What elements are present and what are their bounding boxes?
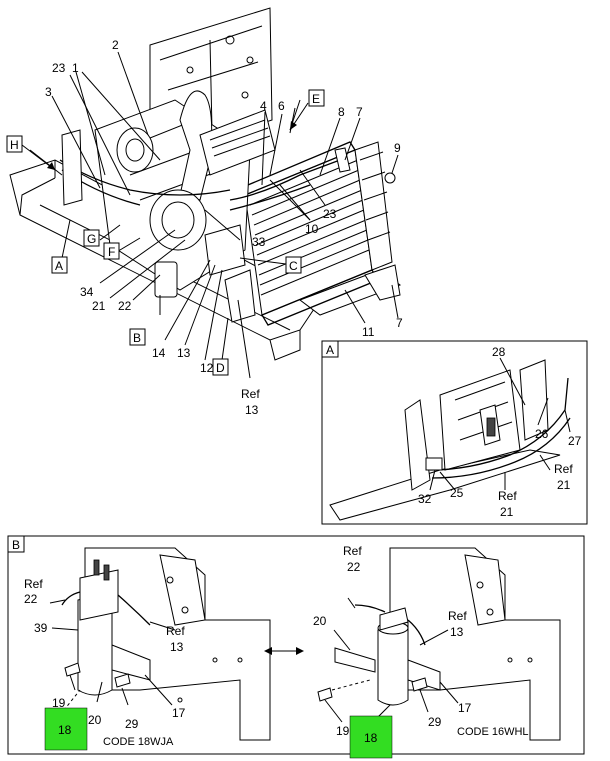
detail-a-callout-25: 25 — [450, 486, 464, 500]
detail-b-left-variant: Ref 22 39 Ref 13 19 20 29 17 18 CODE 18W… — [24, 547, 271, 751]
detail-a-callout-32: 32 — [418, 492, 432, 506]
detail-b-left-callout-19: 19 — [52, 696, 66, 710]
detail-b-right-variant: Ref 22 20 Ref 13 19 29 17 18 CODE 16WHL — [313, 544, 561, 759]
callout-8: 8 — [338, 105, 345, 119]
callout-34: 34 — [80, 285, 94, 299]
callout-22: 22 — [118, 299, 132, 313]
detail-b-left-callout-39: 39 — [34, 621, 48, 635]
box-label-c: C — [289, 259, 298, 273]
detail-a-callout-ref-lower: Ref — [498, 489, 517, 503]
detail-b-left-callout-ref-22: Ref — [24, 577, 43, 591]
detail-a-panel: A 28 26 27 Ref 21 32 25 Ref 21 — [321, 340, 588, 525]
callout-3: 3 — [45, 85, 52, 99]
box-label-f: F — [108, 245, 115, 259]
detail-b-right-callout-20: 20 — [313, 614, 327, 628]
detail-b-left-callout-13: 13 — [170, 640, 184, 654]
callout-2: 2 — [112, 38, 119, 52]
detail-b-left-callout-18: 18 — [58, 723, 72, 737]
callout-4: 4 — [260, 99, 267, 113]
main-boxed-labels: H E G F A B C D — [6, 89, 325, 376]
callout-11: 11 — [362, 325, 375, 339]
detail-b-right-callout-ref-22: Ref — [343, 544, 362, 558]
box-label-e: E — [312, 92, 320, 106]
detail-b-right-callout-29: 29 — [428, 715, 442, 729]
part-18-highlight-right — [349, 715, 393, 759]
callout-9: 9 — [394, 141, 401, 155]
callout-13: 13 — [177, 346, 191, 360]
detail-b-label: B — [12, 538, 20, 552]
callout-ref-13: 13 — [245, 403, 259, 417]
main-leader-lines — [29, 51, 399, 379]
detail-a-callout-ref: Ref — [554, 462, 573, 476]
detail-a-label: A — [326, 343, 334, 357]
box-label-d: D — [216, 361, 225, 375]
box-label-a: A — [55, 259, 63, 273]
detail-a-callout-21-lower: 21 — [500, 505, 514, 519]
detail-a-callout-27: 27 — [568, 434, 582, 448]
detail-b-panel: B — [7, 535, 585, 759]
detail-b-left-callout-22: 22 — [24, 592, 38, 606]
part-18-highlight-left — [44, 707, 88, 751]
detail-a-callout-26: 26 — [535, 427, 549, 441]
callout-23: 23 — [52, 61, 66, 75]
callout-1: 1 — [72, 61, 79, 75]
callout-10: 10 — [305, 222, 319, 236]
detail-b-left-callout-29: 29 — [125, 717, 139, 731]
main-callouts: 2 23 1 3 4 6 8 7 9 10 23 33 34 21 22 14 … — [45, 38, 403, 417]
callout-7-lower: 7 — [396, 316, 403, 330]
detail-b-right-callout-13: 13 — [450, 625, 464, 639]
main-assembly-view — [9, 7, 402, 361]
detail-b-right-callout-18: 18 — [364, 731, 378, 745]
detail-b-right-code: CODE 16WHL — [457, 726, 529, 738]
detail-a-callout-21: 21 — [557, 478, 571, 492]
callout-33: 33 — [252, 235, 266, 249]
detail-b-right-callout-17: 17 — [458, 701, 472, 715]
callout-14: 14 — [152, 346, 166, 360]
detail-b-right-callout-22: 22 — [347, 560, 361, 574]
callout-6: 6 — [278, 99, 285, 113]
callout-12: 12 — [200, 361, 214, 375]
detail-b-left-code: CODE 18WJA — [103, 736, 174, 748]
variant-double-arrow — [264, 647, 304, 655]
box-label-b: B — [133, 331, 141, 345]
callout-23-right: 23 — [323, 207, 337, 221]
detail-a-callout-28: 28 — [492, 345, 506, 359]
box-label-h: H — [10, 138, 19, 152]
callout-21: 21 — [92, 299, 106, 313]
detail-b-right-callout-ref-13: Ref — [448, 609, 467, 623]
detail-b-left-callout-20: 20 — [88, 713, 102, 727]
callout-7: 7 — [356, 105, 363, 119]
box-label-g: G — [87, 232, 96, 246]
detail-b-left-callout-ref-13: Ref — [166, 624, 185, 638]
detail-b-left-callout-17: 17 — [172, 706, 186, 720]
detail-b-right-callout-19: 19 — [336, 724, 350, 738]
callout-ref: Ref — [241, 387, 260, 401]
